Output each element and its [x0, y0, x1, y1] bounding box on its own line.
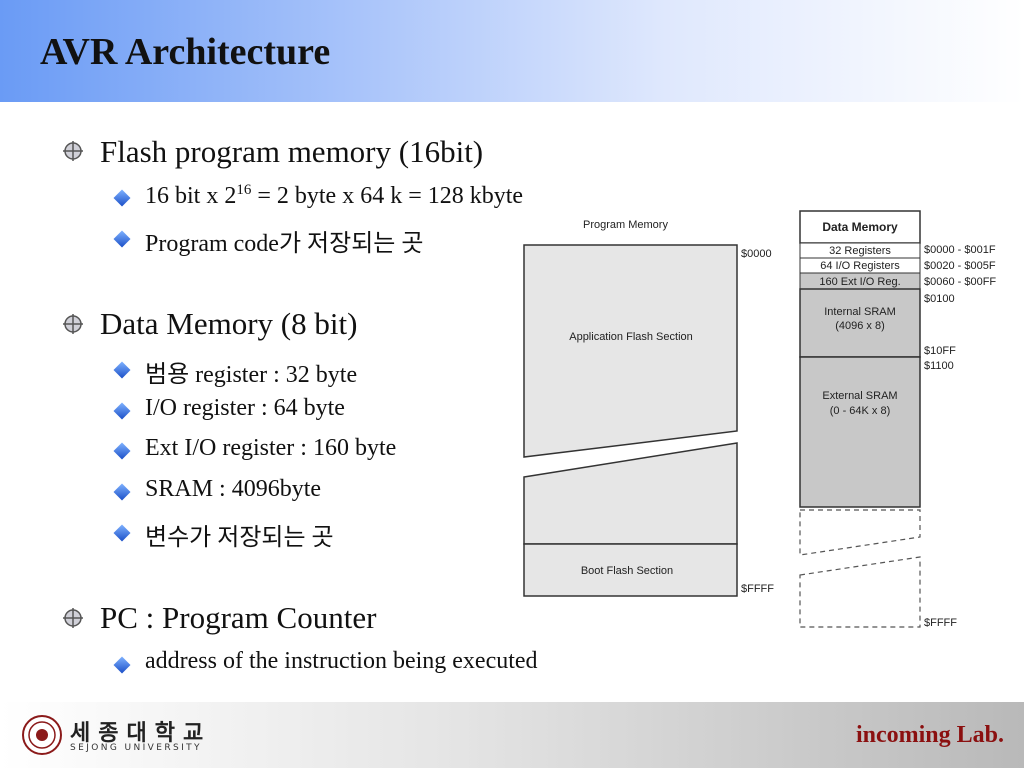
bullet-flash-heading: Flash program memory (16bit): [100, 134, 484, 169]
external-sram-label: External SRAM: [822, 390, 897, 402]
data-address: $0100: [924, 293, 955, 305]
footer-bar: [0, 702, 1024, 768]
blue-diamond-icon: [113, 402, 131, 420]
bullet-flash-size: 16 bit x 216 = 2 byte x 64 k = 128 kbyte: [145, 182, 524, 209]
boot-flash-label: Boot Flash Section: [581, 565, 673, 577]
bullet-pc-item: address of the instruction being execute…: [145, 648, 538, 674]
data-memory-title-box: [799, 210, 921, 244]
blue-diamond-icon: [113, 361, 131, 379]
data-address: $1100: [924, 360, 954, 372]
registers-label: 32 Registers: [829, 245, 891, 257]
data-address: $0060 - $00FF: [924, 276, 996, 288]
data-address: $10FF: [924, 345, 956, 357]
external-sram-continuation: [799, 509, 921, 556]
bullet-pc-heading: PC : Program Counter: [100, 600, 377, 635]
memory-map-diagram: Program Memory Application Flash Section…: [523, 210, 996, 629]
university-seal-icon: [22, 715, 62, 755]
application-flash-box: [523, 244, 738, 458]
bullet-data-item: Ext I/O register : 160 byte: [145, 435, 397, 461]
program-memory-title: Program Memory: [583, 219, 668, 231]
title-bar: [0, 0, 1024, 102]
bullet-data-item: 변수가 저장되는 곳: [145, 525, 334, 551]
application-flash-label: Application Flash Section: [569, 331, 693, 343]
program-address-end: $FFFF: [741, 583, 774, 595]
bullet-data-heading: Data Memory (8 bit): [100, 306, 358, 341]
external-sram-end: [799, 556, 921, 628]
external-sram-size: (0 - 64K x 8): [830, 405, 891, 417]
external-sram-region: [799, 356, 921, 508]
crosshair-globe-icon: [63, 141, 83, 161]
data-address: $0020 - $005F: [924, 260, 996, 272]
crosshair-globe-icon: [63, 608, 83, 628]
slide-title: AVR Architecture: [40, 31, 331, 73]
data-address: $FFFF: [924, 617, 957, 629]
blue-diamond-icon: [113, 483, 131, 501]
university-name-english: SEJONG UNIVERSITY: [70, 743, 202, 753]
blue-diamond-icon: [113, 524, 131, 542]
crosshair-globe-icon: [63, 314, 83, 334]
io-registers-label: 64 I/O Registers: [820, 260, 900, 272]
data-memory-title: Data Memory: [822, 220, 898, 234]
data-address: $0000 - $001F: [924, 244, 996, 256]
flash-continuation-box: [523, 442, 738, 545]
blue-diamond-icon: [113, 230, 131, 248]
blue-diamond-icon: [113, 442, 131, 460]
lab-name: incoming Lab.: [855, 722, 1004, 748]
blue-diamond-icon: [113, 656, 131, 674]
bullet-data-item: 범용 register : 32 byte: [145, 362, 358, 388]
internal-sram-region: [799, 288, 921, 358]
internal-sram-size: (4096 x 8): [835, 320, 885, 332]
bullet-flash-usage: Program code가 저장되는 곳: [145, 231, 424, 257]
bullet-data-item: SRAM : 4096byte: [145, 476, 322, 502]
ext-io-label: 160 Ext I/O Reg.: [819, 276, 900, 288]
blue-diamond-icon: [113, 189, 131, 207]
boot-flash-box: [523, 543, 738, 597]
bullet-data-item: I/O register : 64 byte: [145, 395, 345, 421]
bullet-list: Flash program memory (16bit) 16 bit x 21…: [63, 134, 538, 674]
university-name-korean: 세종대학교: [70, 721, 212, 746]
internal-sram-label: Internal SRAM: [824, 306, 896, 318]
program-address-start: $0000: [741, 248, 772, 260]
